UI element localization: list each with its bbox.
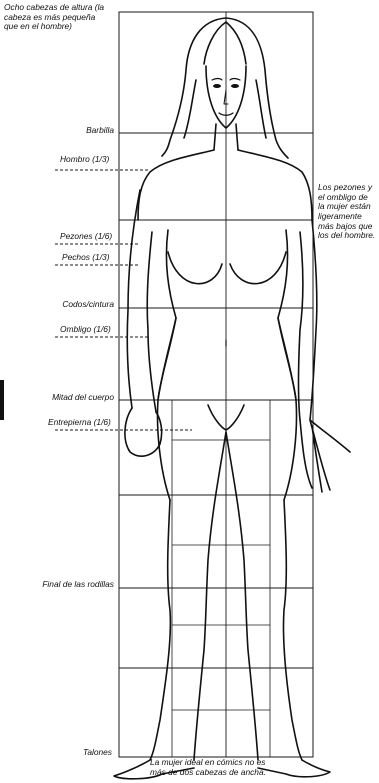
label-talones: Talones (4, 748, 112, 758)
label-entrepierna: Entrepierna (1/6) (48, 418, 148, 428)
label-hombro: Hombro (1/3) (60, 155, 140, 165)
title-note: Ocho cabezas de altura (la cabeza es más… (4, 3, 124, 32)
figure-outline (114, 18, 350, 779)
label-ombligo: Ombligo (1/6) (60, 325, 140, 335)
side-note: Los pezones y el ombligo de la mujer est… (318, 183, 379, 241)
label-pechos: Pechos (1/3) (62, 253, 142, 263)
bottom-note: La mujer ideal en cómics no es más de do… (150, 758, 300, 777)
label-codos-cintura: Codos/cintura (4, 300, 114, 310)
label-mitad-cuerpo: Mitad del cuerpo (4, 393, 114, 403)
label-barbilla: Barbilla (4, 126, 114, 136)
label-pezones: Pezones (1/6) (60, 232, 140, 242)
label-final-rodillas: Final de las rodillas (4, 580, 114, 590)
